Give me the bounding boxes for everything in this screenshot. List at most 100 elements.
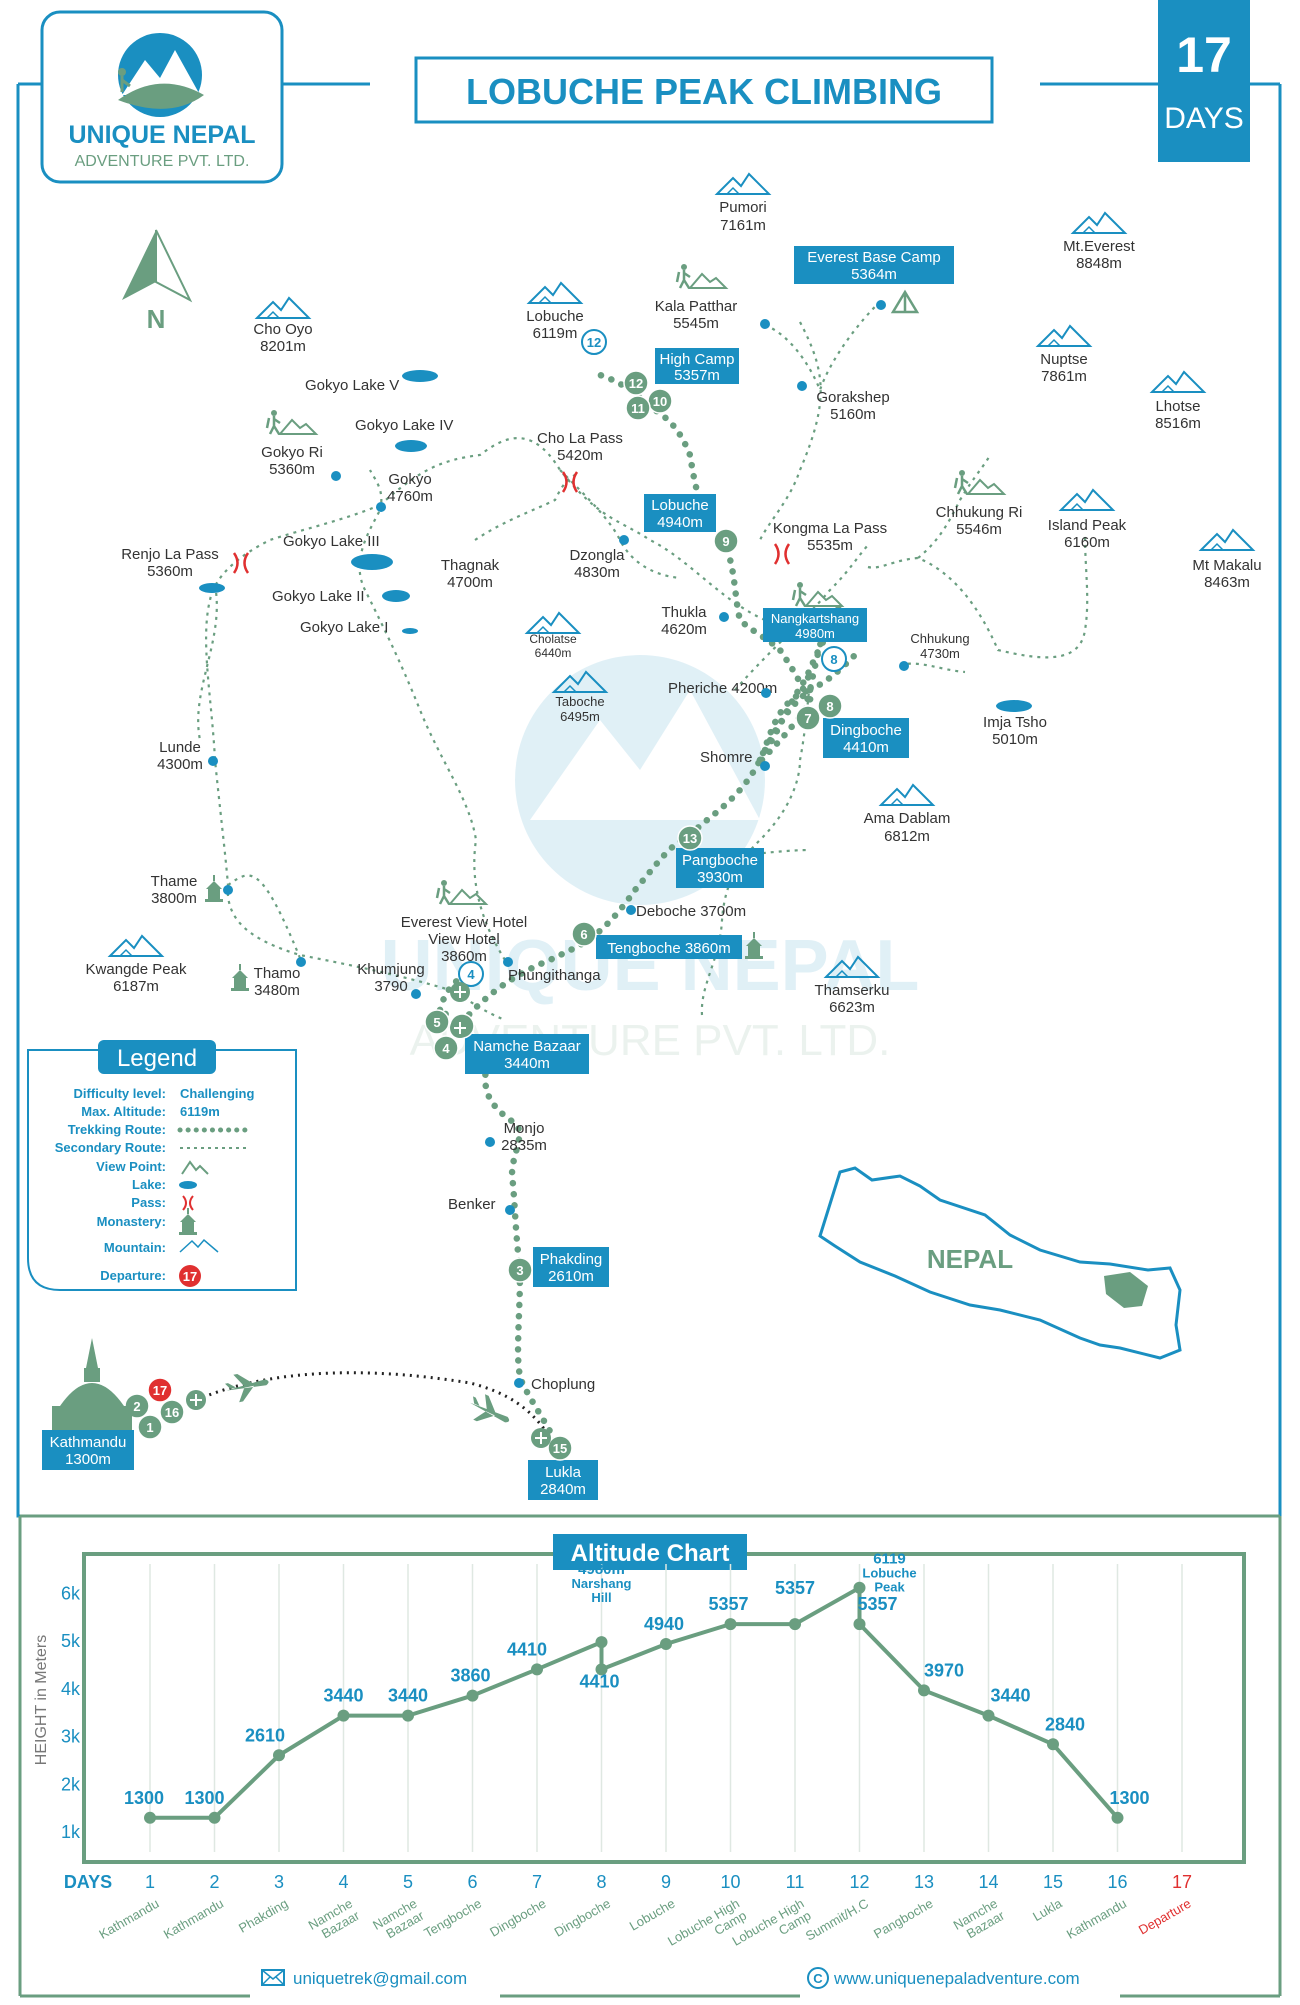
altitude-value-label: 2840	[1045, 1714, 1085, 1734]
svg-text:Lhotse: Lhotse	[1155, 398, 1200, 415]
svg-text:4: 4	[442, 1041, 450, 1056]
altitude-value-label: 4410	[579, 1671, 619, 1691]
svg-text:15: 15	[553, 1441, 567, 1456]
svg-text:Dingboche: Dingboche	[487, 1896, 548, 1940]
chart-frame	[82, 1552, 1246, 1864]
svg-text:7161m: 7161m	[720, 217, 766, 234]
mountain-icon	[716, 173, 770, 195]
footer-email[interactable]: uniquetrek@gmail.com	[293, 1969, 467, 1988]
lake-icon	[402, 628, 418, 634]
lake-icon	[199, 583, 225, 593]
svg-text:Kathmandu: Kathmandu	[96, 1896, 161, 1942]
svg-text:6119m: 6119m	[533, 325, 578, 342]
svg-text:3970: 3970	[924, 1660, 964, 1680]
lake-label: Gokyo Lake I	[300, 619, 388, 636]
svg-text:17: 17	[183, 1269, 197, 1284]
altitude-point	[1047, 1738, 1059, 1751]
altitude-value-label: 2610	[245, 1725, 285, 1745]
svg-text:4410: 4410	[507, 1639, 547, 1659]
lake-icon	[382, 590, 410, 602]
view-point-icon	[675, 262, 728, 290]
lake-label: Gokyo Lake IV	[355, 417, 453, 434]
x-place-label: Phakding	[236, 1896, 290, 1936]
svg-text:16: 16	[165, 1405, 179, 1420]
altitude-value-label: 3440	[388, 1686, 428, 1706]
pass-icon	[561, 471, 579, 493]
copyright-icon: C	[807, 1967, 829, 1989]
day-marker: 15	[547, 1435, 573, 1461]
x-tick-label: 1	[145, 1872, 155, 1892]
x-place-label: Tengboche	[421, 1896, 484, 1941]
lake-label: Gokyo Lake II	[272, 588, 365, 605]
x-tick-label: 7	[532, 1872, 542, 1892]
svg-text:12: 12	[629, 376, 643, 391]
y-tick-label: 3k	[61, 1727, 81, 1747]
x-place-label: Kathmandu	[96, 1896, 161, 1942]
y-tick-label: 2k	[61, 1774, 81, 1794]
lake-icon	[402, 370, 438, 382]
day-marker: 7	[795, 705, 821, 731]
svg-text:Max. Altitude:: Max. Altitude:	[81, 1104, 166, 1119]
svg-text:3790: 3790	[374, 978, 407, 995]
departure-badge	[179, 1265, 201, 1287]
place-dot	[223, 885, 233, 895]
page-title: LOBUCHE PEAK CLIMBING	[466, 71, 942, 112]
svg-text:Mt.Everest: Mt.Everest	[1063, 238, 1136, 255]
x-place-label: Lukla	[1030, 1895, 1065, 1924]
svg-text:Lobuche: Lobuche	[526, 308, 584, 325]
svg-text:4620m: 4620m	[661, 621, 707, 638]
place-dot	[503, 957, 513, 967]
svg-text:3440m: 3440m	[504, 1055, 550, 1072]
day-marker: 3	[507, 1257, 533, 1283]
x-place-label: Lobuche	[627, 1896, 678, 1934]
svg-text:Ama Dablam: Ama Dablam	[864, 810, 951, 827]
place-dot	[761, 688, 771, 698]
place-label: Deboche 3700m	[636, 903, 746, 920]
legend-title: Legend	[117, 1045, 197, 1072]
chart-title-box	[553, 1534, 747, 1570]
svg-text:6160m: 6160m	[1064, 534, 1110, 551]
altitude-point	[660, 1638, 672, 1651]
mountain-icon	[1037, 325, 1091, 347]
x-tick-label: 13	[914, 1872, 934, 1892]
day-marker: 11	[625, 395, 651, 421]
day-marker: 4	[458, 961, 484, 987]
footer-website[interactable]: www.uniquenepaladventure.com	[833, 1969, 1080, 1988]
svg-text:C: C	[813, 1971, 823, 1986]
svg-text:5535m: 5535m	[807, 537, 853, 554]
stupa-icon	[52, 1338, 132, 1430]
svg-text:Mountain:: Mountain:	[104, 1240, 166, 1255]
airport-icon	[531, 1428, 551, 1448]
place-dot	[411, 989, 421, 999]
place-dot	[505, 1205, 515, 1215]
mountain-icon	[1060, 489, 1114, 511]
svg-text:Everest Base Camp: Everest Base Camp	[807, 249, 940, 266]
x-tick-label: 12	[849, 1872, 869, 1892]
svg-text:4: 4	[467, 967, 475, 982]
svg-text:View Hotel: View Hotel	[428, 931, 499, 948]
airport-icon	[450, 1018, 470, 1038]
mountain-icon	[1151, 371, 1205, 393]
svg-text:9: 9	[722, 534, 729, 549]
svg-text:5364m: 5364m	[851, 266, 897, 283]
svg-text:Namche Bazaar: Namche Bazaar	[473, 1038, 581, 1055]
svg-text:Thukla: Thukla	[661, 604, 707, 621]
svg-text:Thame: Thame	[151, 873, 198, 890]
day-marker: 8	[817, 693, 843, 719]
day-marker: 12	[623, 370, 649, 396]
compass-letter: N	[147, 304, 166, 334]
